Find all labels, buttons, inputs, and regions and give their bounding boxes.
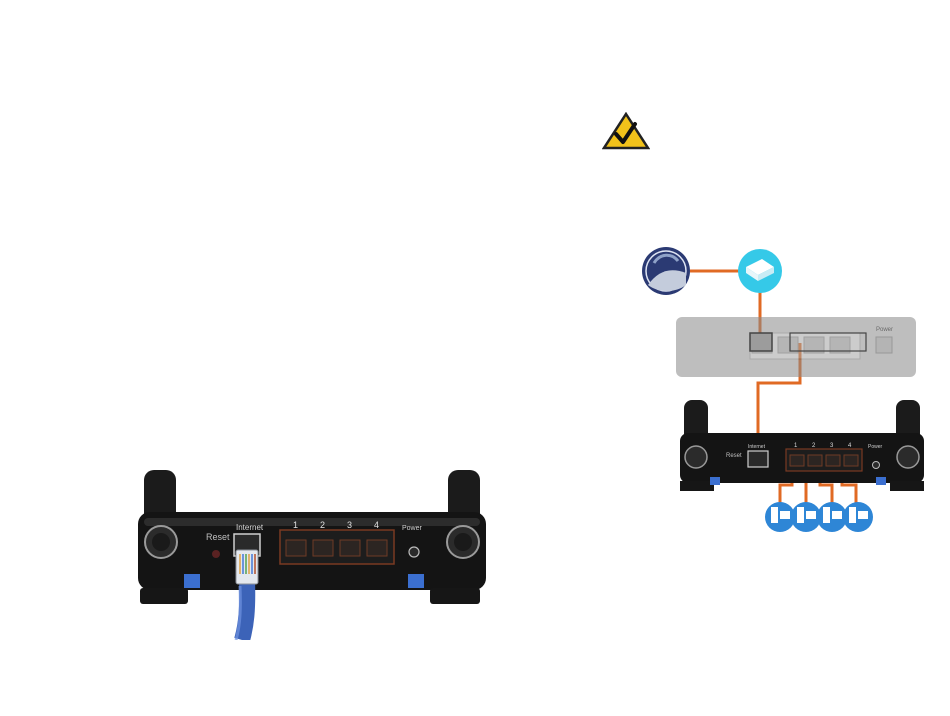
lower-power-label: Power bbox=[868, 444, 883, 450]
lan-port-3 bbox=[340, 540, 360, 556]
port-number-1: 1 bbox=[293, 520, 298, 530]
connection-diagram: Power Reset Internet 1 2 3 4 Power bbox=[640, 245, 930, 535]
lower-reset-label: Reset bbox=[726, 453, 742, 459]
computer-icon bbox=[791, 502, 821, 532]
reset-button bbox=[212, 550, 220, 558]
port-number-3: 3 bbox=[347, 520, 352, 530]
reset-label: Reset bbox=[206, 532, 230, 542]
upper-wan-port bbox=[750, 333, 772, 351]
note-checkmark-icon bbox=[602, 112, 650, 150]
internet-globe-icon bbox=[642, 247, 690, 295]
computer-icon bbox=[817, 502, 847, 532]
lan-port-1 bbox=[286, 540, 306, 556]
power-label: Power bbox=[402, 525, 423, 532]
lower-router-back bbox=[680, 400, 924, 491]
upper-router-back bbox=[676, 317, 916, 377]
ethernet-cable bbox=[242, 580, 247, 640]
upper-power-label: Power bbox=[876, 327, 893, 333]
port-number-4: 4 bbox=[374, 520, 379, 530]
lan-port-4 bbox=[367, 540, 387, 556]
computer-icon bbox=[843, 502, 873, 532]
router-back-panel: Reset Internet 1 2 3 4 Power bbox=[130, 470, 510, 640]
cable-modem-icon bbox=[738, 249, 782, 293]
lower-internet-label: Internet bbox=[748, 444, 766, 450]
power-jack bbox=[409, 547, 419, 557]
internet-label: Internet bbox=[236, 523, 264, 532]
port-number-2: 2 bbox=[320, 520, 325, 530]
computer-icon bbox=[765, 502, 795, 532]
lan-port-2 bbox=[313, 540, 333, 556]
